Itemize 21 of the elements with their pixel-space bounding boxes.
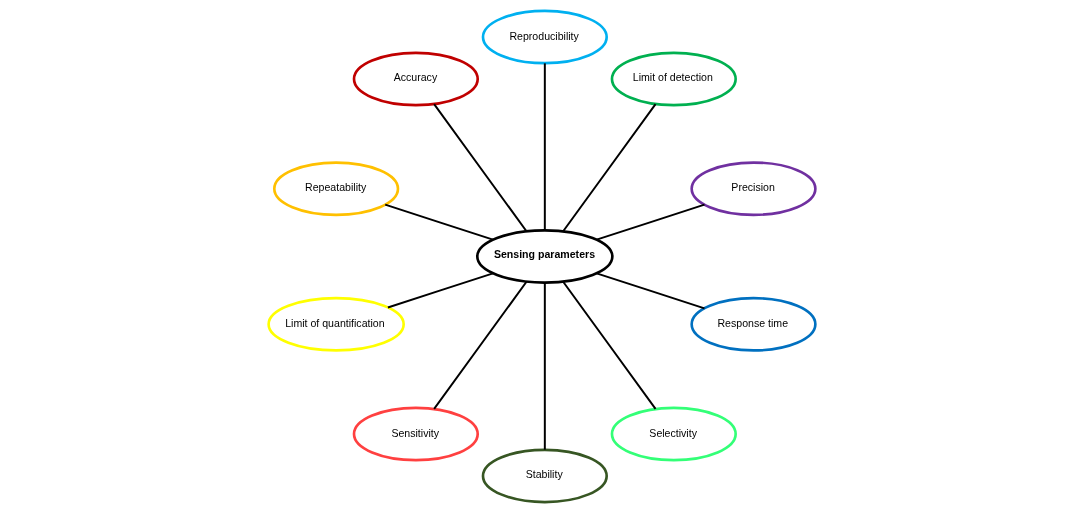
node-ellipse: Accuracy xyxy=(352,51,479,107)
connector xyxy=(433,103,528,233)
connector xyxy=(595,203,706,241)
connector xyxy=(595,272,706,310)
node-ellipse: Stability xyxy=(481,448,608,504)
node-ellipse: Response time xyxy=(690,296,817,352)
node-ellipse: Sensing parameters xyxy=(476,229,614,284)
connector xyxy=(433,280,528,410)
connector xyxy=(562,103,657,233)
node-ellipse: Reproducibility xyxy=(481,9,608,65)
connector xyxy=(562,280,657,410)
node-ellipse: Limit of detection xyxy=(610,51,737,107)
connector xyxy=(386,272,494,309)
node-ellipse: Repeatability xyxy=(272,161,400,217)
node-ellipse: Limit of quantification xyxy=(267,296,405,352)
connector xyxy=(543,62,546,232)
connector xyxy=(384,203,494,241)
node-ellipse: Sensitivity xyxy=(352,406,479,462)
connector xyxy=(543,281,546,451)
node-ellipse: Selectivity xyxy=(610,406,737,462)
node-ellipse: Precision xyxy=(690,161,817,217)
